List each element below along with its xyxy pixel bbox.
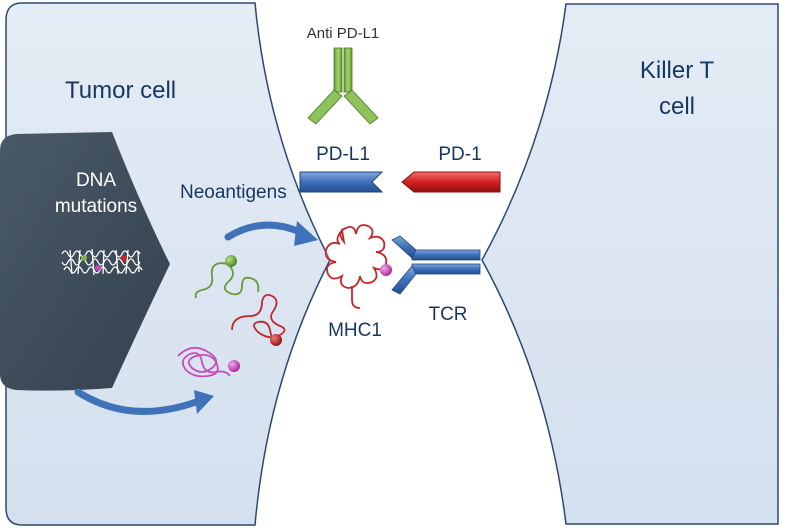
mhc1-molecule: [324, 224, 392, 309]
pd-l1-label: PD-L1: [316, 144, 370, 165]
tcr-label: TCR: [428, 304, 467, 325]
flow-arrow: [74, 388, 214, 415]
mutation-marker: [81, 255, 87, 261]
killer-t-cell-label-line2: cell: [659, 93, 695, 120]
dna-strand-icon: [61, 248, 143, 276]
dna-mutations-label-line1: DNA: [76, 170, 116, 191]
flow-arrow: [224, 221, 318, 246]
mutation-marker: [95, 265, 101, 271]
pd-l1-receptor: [299, 171, 384, 193]
neoantigens-label: Neoantigens: [180, 182, 287, 203]
tumor-cell-label: Tumor cell: [65, 77, 176, 104]
peptide-red: [231, 293, 286, 346]
mutation-marker: [121, 255, 127, 261]
dna-mutations-label-line2: mutations: [55, 196, 137, 217]
mhc1-label: MHC1: [328, 320, 382, 341]
peptide-magenta: [177, 346, 240, 378]
killer-t-cell-body: [481, 3, 779, 525]
pd-1-receptor: [401, 171, 501, 193]
peptide-green: [194, 255, 260, 299]
tcr-receptor: [391, 235, 481, 295]
anti-pd-l1-label: Anti PD-L1: [307, 25, 380, 42]
anti-pd-l1-antibody: [307, 47, 379, 125]
killer-t-cell-label-line1: Killer T: [640, 57, 715, 84]
pd-1-label: PD-1: [438, 144, 481, 165]
